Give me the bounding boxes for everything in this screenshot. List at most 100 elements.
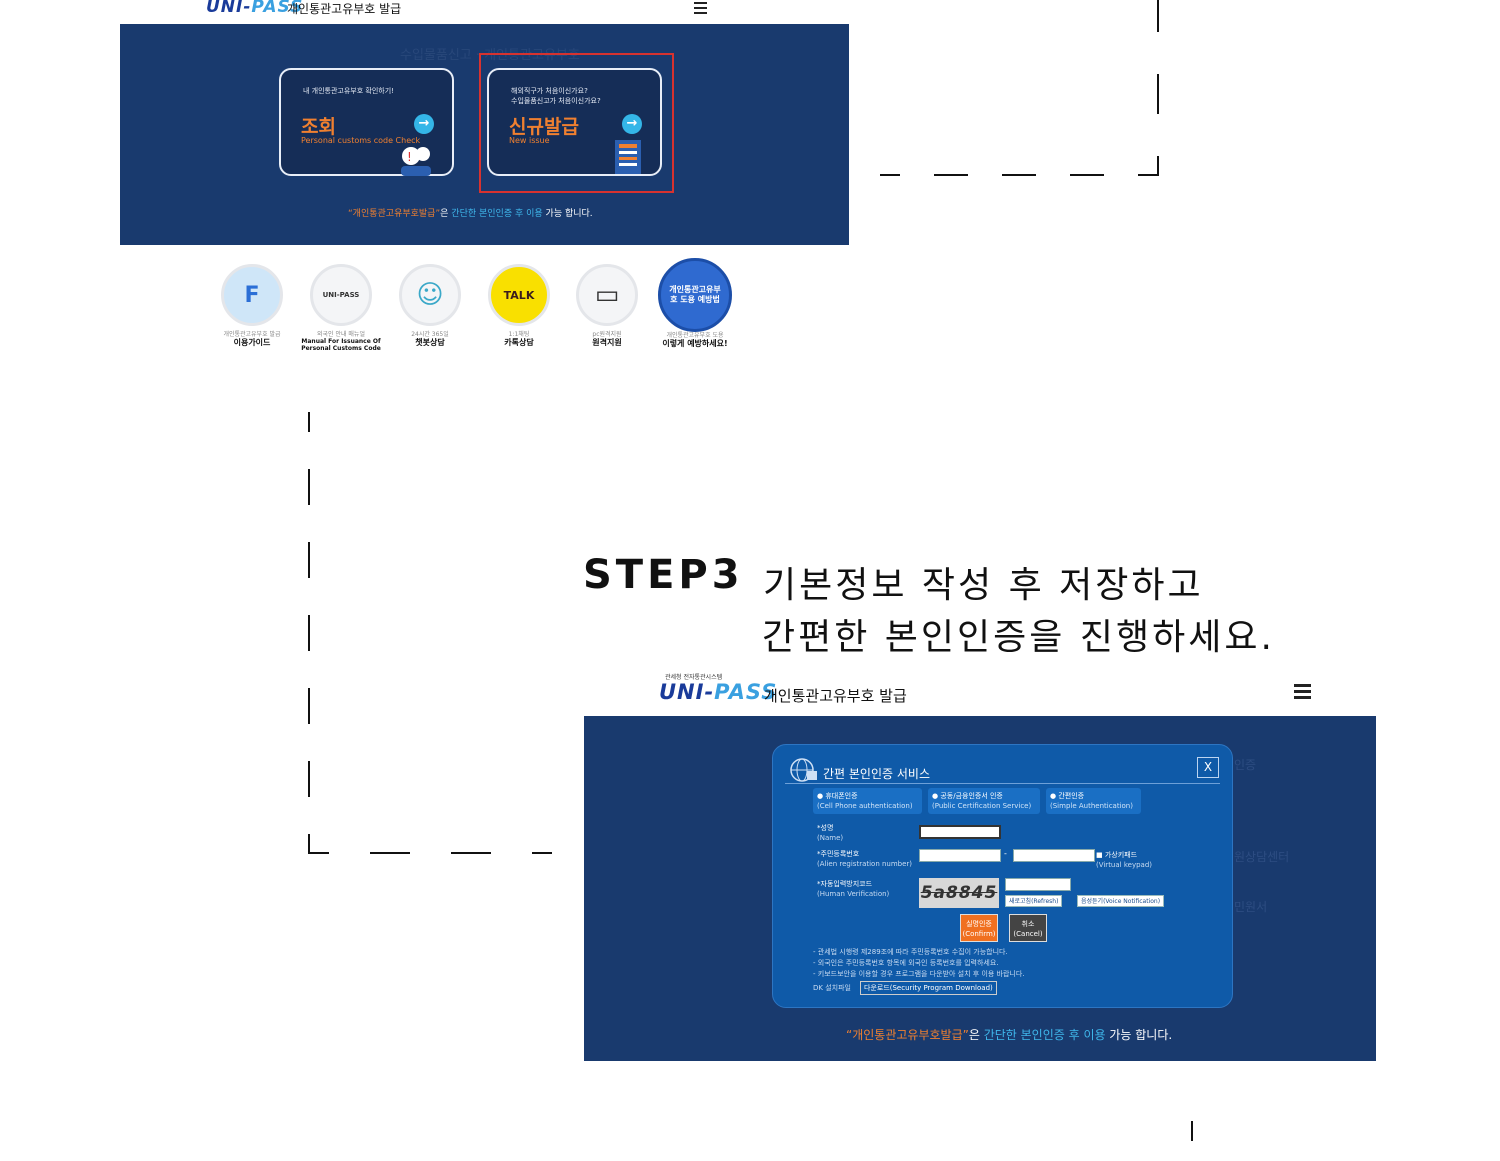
security-program-download-button[interactable]: 다운로드(Security Program Download) (860, 981, 997, 995)
captcha-label-ko: *자동입력방지코드 (817, 880, 873, 888)
logo-uni-text: UNI- (659, 680, 715, 704)
cancel-button[interactable]: 취소 (Cancel) (1009, 914, 1047, 942)
tab-simple-auth[interactable]: ● 간편인증 (Simple Authentication) (1046, 788, 1141, 814)
new-issue-card-title: 신규발급 (509, 116, 579, 138)
person-illustration-icon: ! (401, 147, 431, 176)
background-ghost-text: 원상담센터 (1234, 850, 1290, 864)
info-line: - 관세법 시행령 제289조에 따라 주민등록번호 수집이 가능합니다. (813, 948, 1008, 956)
quick-icon-caption: 개인통관고유부호 도용 (666, 332, 724, 339)
hamburger-menu-icon[interactable] (694, 2, 707, 14)
manual-globe-icon: UNI-PASS (310, 264, 372, 326)
name-label-en: (Name) (817, 834, 844, 842)
registration-label-en: (Alien registration number) (817, 860, 913, 868)
quick-icon-remote-support[interactable]: ▭ pc원격지원 원격지원 (564, 264, 650, 347)
lookup-card-subtitle: Personal customs code Check (301, 136, 421, 145)
quick-icon-caption: 외국인 안내 매뉴얼 (317, 331, 365, 338)
bottom-header-tagline: 관세청 전자통관시스템 (665, 674, 723, 681)
top-notice-text: “개인통관고유부호발급”은 간단한 본인인증 후 이용 가능 합니다. (348, 206, 593, 219)
tab-cell-phone-auth[interactable]: ● 휴대폰인증 (Cell Phone authentication) (813, 788, 922, 814)
modal-close-button[interactable]: X (1197, 757, 1219, 778)
modal-title: 간편 본인인증 서비스 (823, 767, 930, 781)
captcha-input[interactable] (1005, 878, 1071, 891)
quick-icon-manual[interactable]: UNI-PASS 외국인 안내 매뉴얼 Manual For Issuance … (298, 264, 384, 352)
virtual-keypad-label-en: (Virtual keypad) (1096, 861, 1152, 869)
new-issue-card-subtitle: New issue (509, 136, 550, 145)
confirm-label-en: (Confirm) (962, 930, 996, 938)
tab-label-en: (Cell Phone authentication) (817, 802, 913, 810)
captcha-image: 5a8845 (919, 878, 999, 908)
quick-icon-caption: 24시간 365일 (411, 331, 449, 338)
registration-dash: - (1004, 849, 1007, 858)
remote-support-monitor-icon: ▭ (576, 264, 638, 326)
quick-icon-guide[interactable]: F 개인통관고유부호 발급 이용가이드 (209, 264, 295, 347)
background-ghost-text: 인증 (1234, 758, 1257, 772)
captcha-refresh-button[interactable]: 새로고침(Refresh) (1005, 895, 1063, 907)
top-header-title: 개인통관고유부호 발급 (287, 2, 402, 16)
notice-highlight-blue: 간단한 본인인증 후 이용 (451, 209, 543, 219)
quick-icon-chatbot[interactable]: ☺ 24시간 365일 챗봇상담 (387, 264, 473, 347)
tab-label-en: (Simple Authentication) (1050, 802, 1133, 810)
notice-text-part: 가능 합니다. (1105, 1028, 1173, 1042)
arrow-right-icon[interactable]: → (414, 114, 434, 134)
install-file-label: DK 설치파일 (813, 984, 851, 992)
virtual-keypad-checkbox[interactable]: ■ 가상키패드 (Virtual keypad) (1096, 850, 1152, 870)
virtual-keypad-label: ■ 가상키패드 (1096, 851, 1138, 859)
registration-number-second-input[interactable] (1013, 849, 1095, 862)
step-description-line2: 간편한 본인인증을 진행하세요. (762, 617, 1275, 658)
quick-icon-label: 이용가이드 (233, 338, 271, 347)
modal-title-divider (785, 783, 1220, 784)
name-field-label: *성명 (Name) (817, 823, 843, 843)
tab-label-en: (Public Certification Service) (932, 802, 1032, 810)
captcha-label-en: (Human Verification) (817, 890, 890, 898)
confirm-label-ko: 실명인증 (966, 920, 992, 928)
info-line: - 외국인은 주민등록번호 항목에 외국인 등록번호를 입력하세요. (813, 959, 999, 967)
unipass-logo-bottom[interactable]: UNI-PASS (659, 680, 777, 704)
new-issue-card[interactable]: 해외직구가 처음이신가요? 수입물품신고가 처음이신가요? 신규발급 New i… (487, 68, 662, 176)
logo-pass-text: PASS (251, 0, 304, 17)
prevention-badge-icon: 개인통관고유부호 도용 예방법 (658, 258, 732, 332)
notice-highlight-orange: “개인통관고유부호발급” (846, 1028, 969, 1042)
document-illustration-icon (615, 140, 641, 174)
step-label: STEP3 (583, 552, 744, 598)
tab-label-ko: ● 간편인증 (1050, 792, 1085, 800)
cancel-label-en: (Cancel) (1013, 930, 1043, 938)
registration-label-ko: *주민등록번호 (817, 850, 860, 858)
tab-label-ko: ● 휴대폰인증 (817, 792, 858, 800)
name-input[interactable] (919, 825, 1001, 839)
arrow-right-icon[interactable]: → (622, 114, 642, 134)
captcha-voice-button[interactable]: 음성듣기(Voice Notification) (1077, 895, 1165, 907)
bottom-header-title: 개인통관고유부호 발급 (764, 687, 907, 705)
quick-icon-label: Manual For Issuance Of Personal Customs … (301, 338, 381, 352)
registration-number-label: *주민등록번호 (Alien registration number) (817, 849, 912, 869)
logo-uni-text: UNI- (206, 0, 252, 17)
quick-icon-caption: pc원격지원 (592, 331, 622, 338)
notice-highlight-orange: “개인통관고유부호발급” (348, 209, 441, 219)
kakaotalk-icon: TALK (488, 264, 550, 326)
step-description-line1: 기본정보 작성 후 저장하고 (763, 565, 1204, 606)
captcha-label: *자동입력방지코드 (Human Verification) (817, 879, 889, 899)
tab-label-ko: ● 공동/금융인증서 인증 (932, 792, 1003, 800)
notice-text-part: 은 (968, 1028, 984, 1042)
quick-icon-label: 챗봇상담 (415, 338, 445, 347)
quick-icon-label: 카톡상담 (504, 338, 534, 347)
quick-icon-kakaotalk[interactable]: TALK 1:1채팅 카톡상담 (476, 264, 562, 347)
new-issue-card-subtext: 해외직구가 처음이신가요? 수입물품신고가 처음이신가요? (511, 87, 601, 105)
logo-pass-text: PASS (714, 680, 778, 704)
unipass-logo-top[interactable]: UNI-PASS (206, 0, 303, 17)
quick-icon-prevention[interactable]: 개인통관고유부호 도용 예방법 개인통관고유부호 도용 이렇게 예방하세요! (652, 258, 738, 348)
chatbot-character-icon: ☺ (399, 264, 461, 326)
lookup-card-title: 조회 (301, 116, 336, 138)
quick-icon-label: 이렇게 예방하세요! (662, 339, 728, 348)
hamburger-menu-icon[interactable] (1294, 684, 1311, 699)
guide-book-icon: F (221, 264, 283, 326)
lookup-card[interactable]: 내 개인통관고유부호 확인하기! 조회 Personal customs cod… (279, 68, 454, 176)
simple-auth-modal: 간편 본인인증 서비스 X ● 휴대폰인증 (Cell Phone authen… (772, 744, 1233, 1008)
cancel-label-ko: 취소 (1021, 920, 1035, 928)
registration-number-first-input[interactable] (919, 849, 1001, 862)
info-line: - 키보드보안을 이용할 경우 프로그램을 다운받아 설치 후 이용 바랍니다. (813, 970, 1025, 978)
lookup-card-subtext: 내 개인통관고유부호 확인하기! (303, 87, 394, 95)
bottom-screenshot: 인증 원상담센터 민원서 간편 본인인증 서비스 X ● 휴대폰인증 (Cell… (584, 716, 1376, 1061)
new-issue-highlight-box (479, 53, 674, 193)
tab-public-certificate-auth[interactable]: ● 공동/금융인증서 인증 (Public Certification Serv… (928, 788, 1040, 814)
confirm-button[interactable]: 실명인증 (Confirm) (960, 914, 998, 942)
